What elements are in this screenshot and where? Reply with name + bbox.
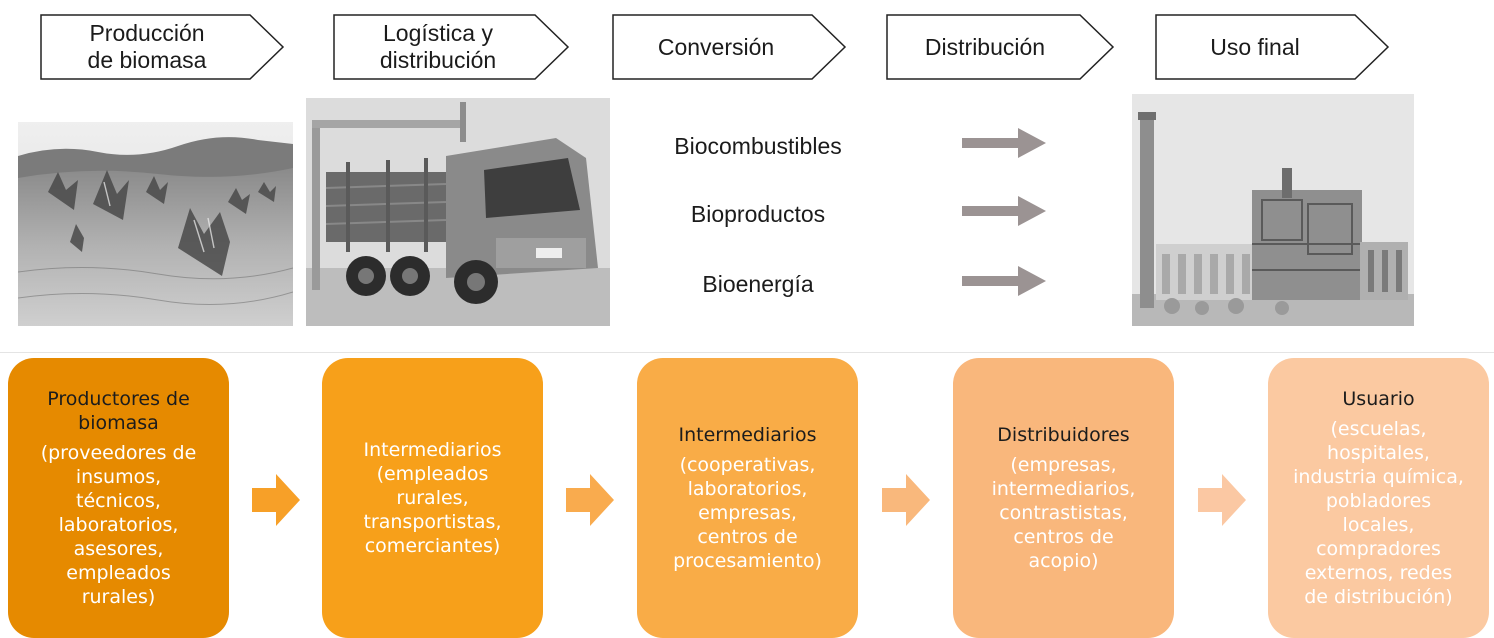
actor-detail: (cooperativas, laboratorios, empresas, c… xyxy=(673,454,822,572)
actor-box-productores: Productores de biomasa (proveedores de i… xyxy=(8,358,229,638)
stage-chevron-logistica: Logística y distribución xyxy=(333,14,570,80)
power-plant-photo xyxy=(1132,94,1414,326)
gray-arrow-right-icon xyxy=(962,266,1046,296)
orange-arrow-right-icon xyxy=(252,474,300,526)
orange-arrow-right-icon xyxy=(566,474,614,526)
actor-title: Usuario xyxy=(1342,388,1415,410)
product-bioproductos: Bioproductos xyxy=(690,201,826,227)
biomass-field-photo xyxy=(18,122,293,326)
actor-detail: (proveedores de insumos, técnicos, labor… xyxy=(40,442,197,608)
actor-detail: (empresas, intermediarios, contrastistas… xyxy=(991,454,1136,572)
stage-label: Producción de biomasa xyxy=(87,20,207,73)
orange-arrow-right-icon xyxy=(1198,474,1246,526)
stage-chevron-distribucion: Distribución xyxy=(886,14,1115,80)
actor-detail: Intermediarios (empleados rurales, trans… xyxy=(363,439,502,557)
stage-chevron-produccion: Producción de biomasa xyxy=(40,14,285,80)
stage-chevron-conversion: Conversión xyxy=(612,14,847,80)
actor-box-intermediarios-rurales: Intermediarios (empleados rurales, trans… xyxy=(322,358,543,638)
actor-title: Productores de biomasa xyxy=(47,388,190,434)
actor-box-usuario: Usuario (escuelas, hospitales, industria… xyxy=(1268,358,1489,638)
actor-box-intermediarios-conversion: Intermediarios (cooperativas, laboratori… xyxy=(637,358,858,638)
section-divider xyxy=(0,352,1494,353)
orange-arrow-right-icon xyxy=(882,474,930,526)
stage-label: Conversión xyxy=(657,33,775,60)
stage-label: Uso final xyxy=(1210,33,1300,60)
stage-label: Logística y distribución xyxy=(379,20,497,73)
product-bioenergia: Bioenergía xyxy=(702,271,814,297)
stage-chevron-uso-final: Uso final xyxy=(1155,14,1390,80)
product-biocombustibles: Biocombustibles xyxy=(674,133,842,159)
gray-arrow-right-icon xyxy=(962,128,1046,158)
actor-title: Distribuidores xyxy=(997,424,1130,446)
gray-arrow-right-icon xyxy=(962,196,1046,226)
stage-label: Distribución xyxy=(924,33,1046,60)
actor-title: Intermediarios xyxy=(678,424,817,446)
actor-box-distribuidores: Distribuidores (empresas, intermediarios… xyxy=(953,358,1174,638)
actor-detail: (escuelas, hospitales, industria química… xyxy=(1293,418,1464,608)
timber-truck-photo xyxy=(306,98,610,326)
